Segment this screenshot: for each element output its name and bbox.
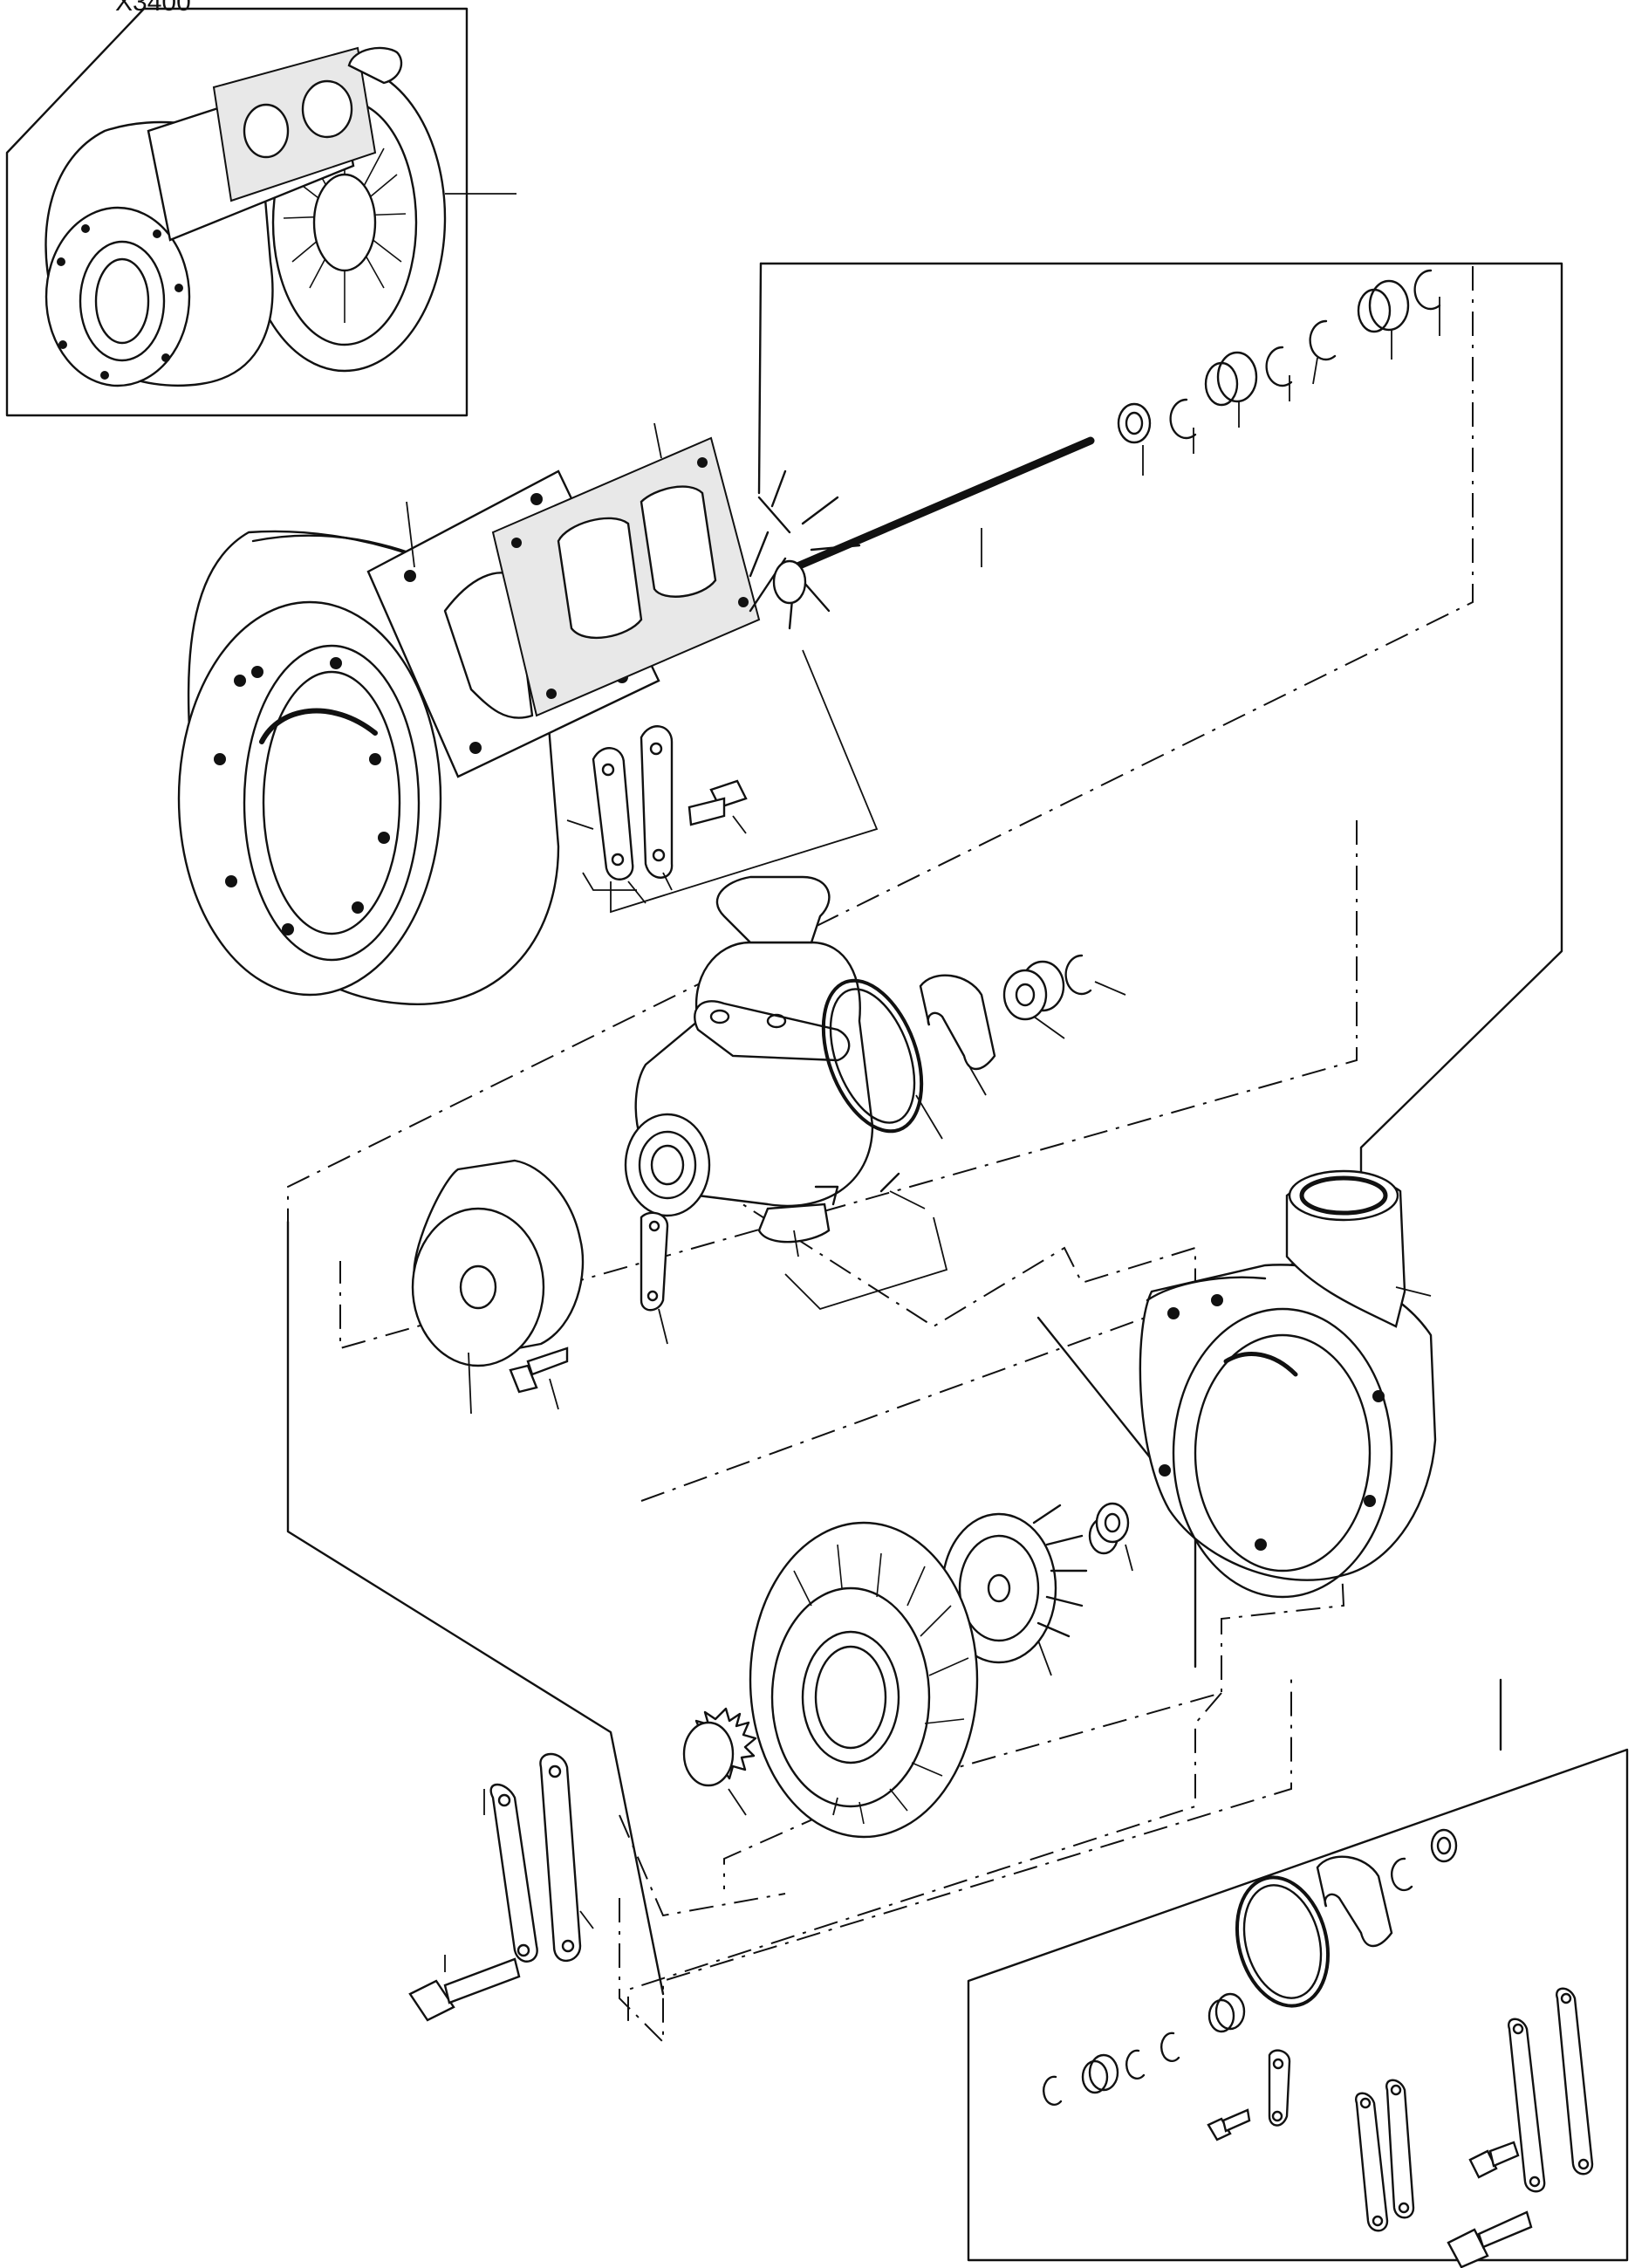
oil-feed-pin — [879, 1172, 926, 1209]
cap-screw-lower — [408, 1955, 521, 2022]
assembled-turbocharger-inset — [5, 7, 516, 417]
shaft-nut — [1088, 1502, 1133, 1572]
center-housing — [624, 875, 948, 1311]
backplate — [749, 1521, 979, 1839]
thrust-bearing — [919, 974, 996, 1096]
assembly-flow-lines — [286, 266, 1474, 2045]
oil-deflector — [411, 1159, 585, 1415]
group-boundary-mid — [757, 262, 763, 495]
lock-plate-mid — [640, 1211, 669, 1345]
retaining-ring-lower — [682, 1707, 757, 1816]
turbine-wheel-shaft — [749, 436, 1095, 630]
thrust-collar — [1002, 960, 1065, 1039]
o-ring — [821, 978, 943, 1140]
cap-screw-upper — [688, 779, 748, 834]
group-boundary-upper — [759, 262, 1563, 1363]
lock-plate-lower — [483, 1752, 594, 1963]
lock-plate-upper — [566, 725, 674, 904]
compressor-housing — [1139, 1169, 1437, 1599]
retaining-ring-mid — [1064, 954, 1126, 996]
turbine-housing — [177, 469, 660, 1006]
exhaust-flange-gasket — [491, 422, 879, 914]
cap-screw-mid — [509, 1346, 569, 1410]
top-bearing-row — [1117, 269, 1441, 476]
service-kit-inset — [967, 1678, 1629, 2268]
